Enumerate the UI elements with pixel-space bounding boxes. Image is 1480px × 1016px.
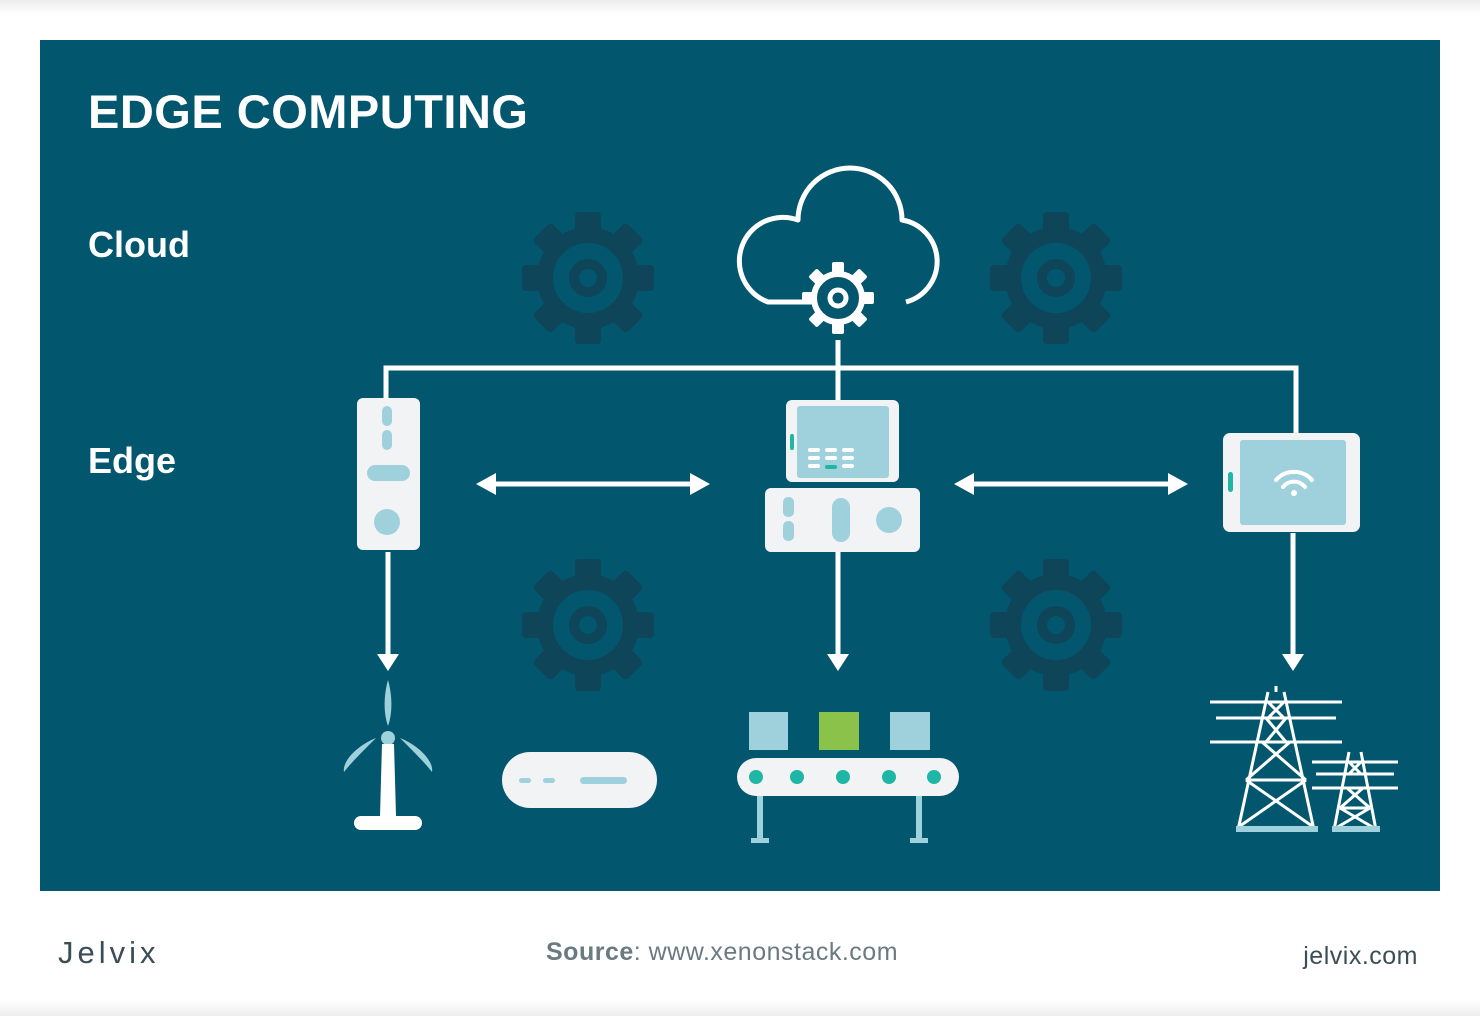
gear-icon [522, 559, 654, 691]
double-arrow-icon [476, 473, 710, 495]
source-label: Source [546, 938, 634, 966]
wind-turbine-icon [343, 680, 433, 830]
edge-layer-label: Edge [88, 440, 177, 481]
cloud-layer-label: Cloud [88, 224, 190, 265]
conveyor-belt-icon [737, 712, 959, 843]
cloud-edge-links [383, 340, 1299, 435]
gear-icon [990, 212, 1122, 344]
power-tower-icon [1210, 686, 1398, 832]
down-arrow-icon [377, 654, 1304, 671]
brand-logo[interactable]: Jelvix [58, 935, 160, 970]
source-value: : www.xenonstack.com [633, 938, 899, 966]
tablet-wifi-icon [1223, 433, 1360, 532]
double-arrow-icon [954, 473, 1188, 495]
edge-device-links [385, 533, 1296, 658]
source-credit: Source: www.xenonstack.com [546, 938, 898, 967]
bottom-shade [0, 1000, 1480, 1016]
page-title: EDGE COMPUTING [88, 85, 529, 138]
gear-icon [522, 212, 654, 344]
router-icon [502, 752, 657, 808]
computer-station-icon [765, 400, 920, 552]
gear-icon [990, 559, 1122, 691]
cloud-gear-icon [736, 165, 940, 334]
top-shade [0, 0, 1480, 14]
server-tower-icon [357, 398, 420, 550]
site-link[interactable]: jelvix.com [1303, 942, 1418, 970]
diagram-panel: EDGE COMPUTING Cloud Edge [40, 40, 1440, 891]
edge-computing-diagram [343, 165, 1398, 843]
